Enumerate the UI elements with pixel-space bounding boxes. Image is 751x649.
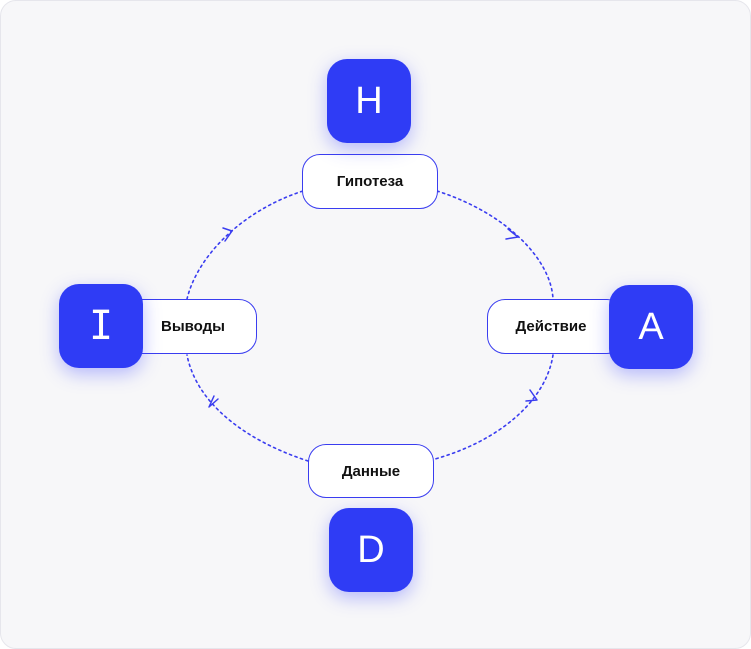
arrow-to-insights-icon	[208, 395, 219, 408]
connector-hypothesis-to-action	[436, 190, 554, 300]
connector-insights-to-hypothesis	[186, 190, 304, 300]
data-letter-badge: D	[329, 508, 413, 592]
insights-letter-badge: I	[59, 284, 143, 368]
arrow-to-data-icon	[525, 389, 538, 402]
connector-action-to-data	[434, 354, 554, 460]
stage-action-label: Действие	[487, 299, 625, 354]
stage-insights-label: Выводы	[123, 299, 257, 354]
hypothesis-letter-badge: H	[327, 59, 411, 143]
stage-hypothesis-label: Гипотеза	[302, 154, 438, 209]
arrow-to-hypothesis-icon	[222, 227, 233, 242]
connector-data-to-insights	[186, 354, 309, 462]
arrow-to-action-icon	[505, 228, 519, 240]
action-letter-badge: A	[609, 285, 693, 369]
stage-data-label: Данные	[308, 444, 434, 498]
